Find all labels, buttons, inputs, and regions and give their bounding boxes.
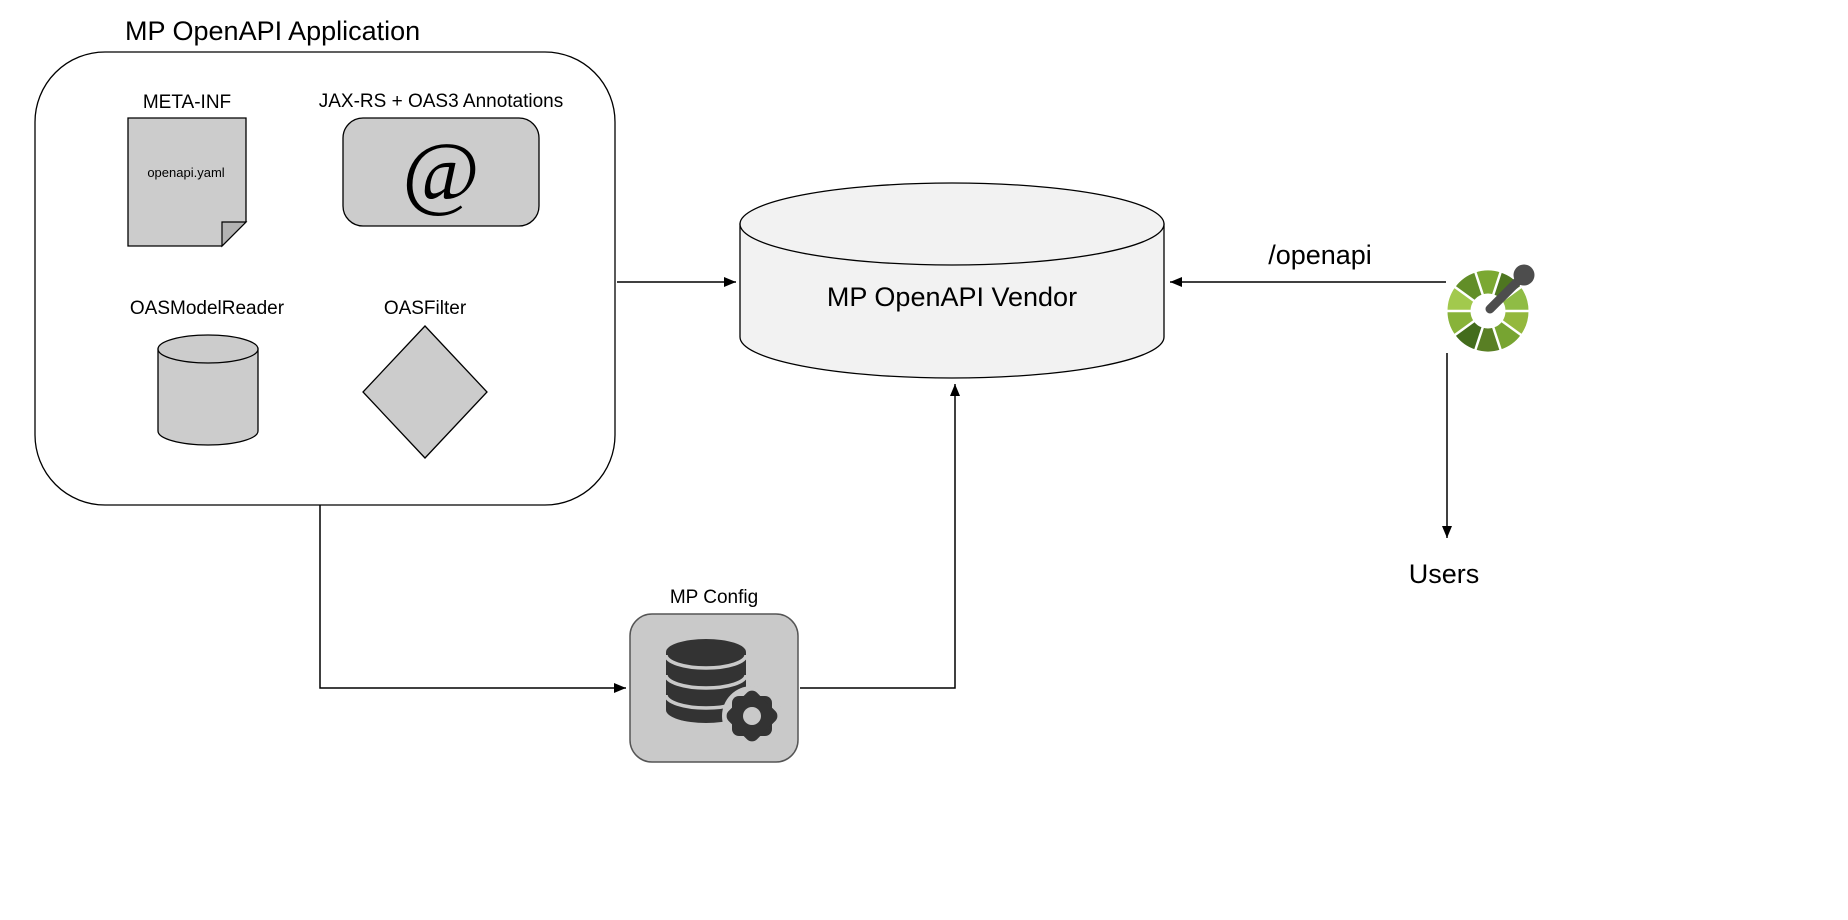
filter-label: OASFilter	[384, 298, 467, 319]
document-icon	[127, 117, 248, 248]
endpoint-label: /openapi	[1268, 240, 1372, 270]
filter-diamond-icon	[362, 325, 488, 459]
model-reader-cylinder-icon	[157, 334, 259, 446]
vendor-cylinder	[739, 182, 1165, 379]
arrow-app-to-config	[319, 505, 626, 693]
vendor-label: MP OpenAPI Vendor	[827, 282, 1077, 312]
meta-inf-label: META-INF	[143, 92, 231, 113]
users-label: Users	[1409, 559, 1480, 589]
annotations-box	[342, 117, 540, 227]
openapi-logo-icon	[1445, 264, 1535, 353]
config-label: MP Config	[670, 587, 758, 608]
app-title: MP OpenAPI Application	[125, 16, 420, 46]
arrow-config-to-vendor	[800, 384, 960, 689]
openapi-yaml-label: openapi.yaml	[147, 165, 224, 180]
database-gear-icon	[664, 639, 782, 746]
annotations-label: JAX-RS + OAS3 Annotations	[319, 91, 564, 112]
at-symbol: @	[402, 126, 479, 219]
model-reader-label: OASModelReader	[130, 298, 285, 319]
